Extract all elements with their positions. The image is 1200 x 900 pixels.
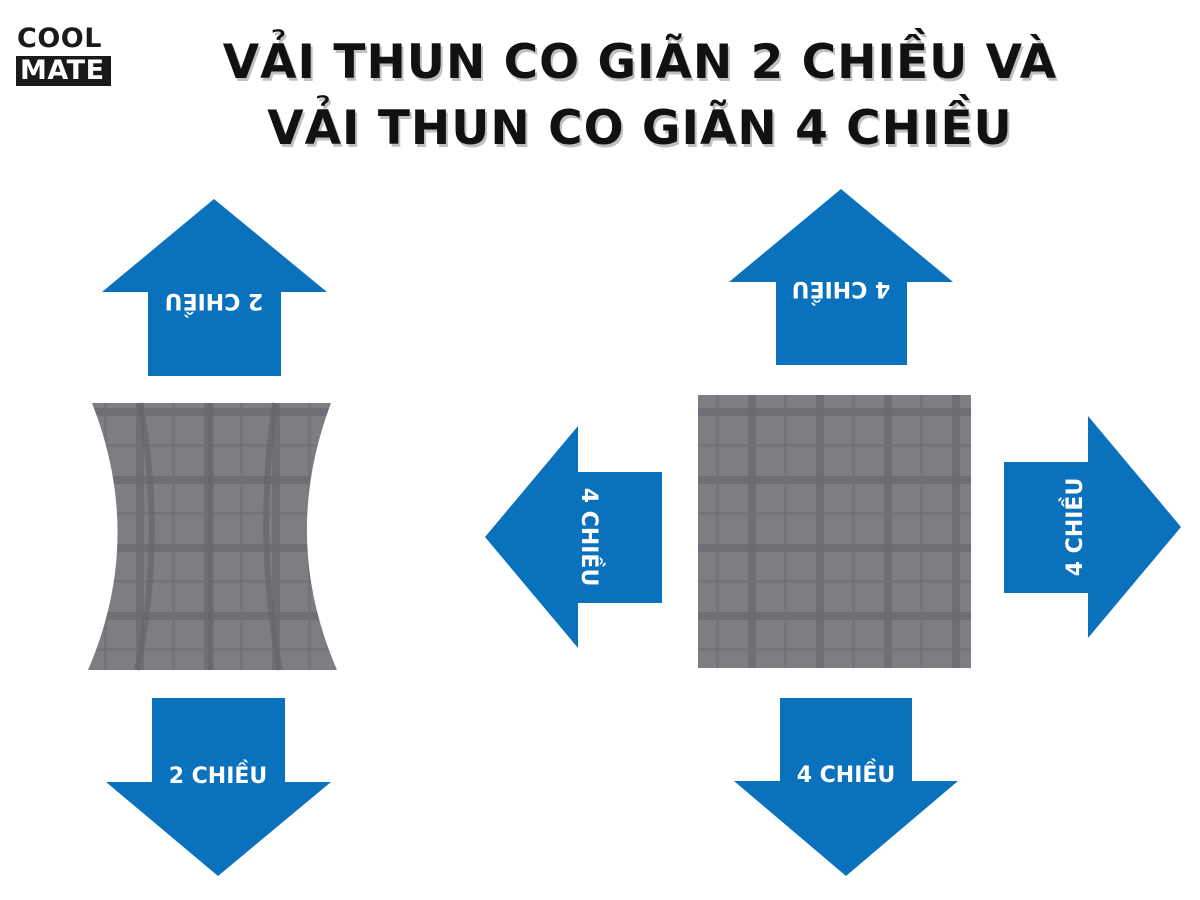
two-way-arrow-down-label: 2 CHIỀU xyxy=(169,760,268,789)
four-way-arrow-right: 4 CHIỀU xyxy=(1004,416,1181,638)
logo-text-cool: COOL xyxy=(17,23,102,54)
two-way-fabric xyxy=(88,402,337,671)
four-way-panel: 4 CHIỀU 4 CHIỀU 4 CHIỀU 4 CHIỀU xyxy=(485,189,1181,876)
four-way-arrow-up-label: 4 CHIỀU xyxy=(792,276,891,305)
two-way-arrow-up: 2 CHIỀU xyxy=(102,199,327,376)
page-title: VẢI THUN CO GIÃN 2 CHIỀU VÀ VẢI THUN CO … xyxy=(140,30,1140,162)
four-way-arrow-left-label: 4 CHIỀU xyxy=(576,488,605,587)
four-way-fabric xyxy=(698,395,971,668)
two-way-panel: 2 CHIỀU 2 CHIỀU xyxy=(88,199,337,876)
four-way-arrow-right-label: 4 CHIỀU xyxy=(1059,478,1088,577)
four-way-arrow-down-label: 4 CHIỀU xyxy=(797,759,896,788)
logo-text-mate: MATE xyxy=(16,56,111,86)
coolmate-logo: COOL MATE xyxy=(16,24,116,86)
four-way-arrow-left: 4 CHIỀU xyxy=(485,426,662,648)
four-way-arrow-up: 4 CHIỀU xyxy=(729,189,953,365)
title-line-1: VẢI THUN CO GIÃN 2 CHIỀU VÀ xyxy=(222,35,1058,90)
two-way-arrow-down: 2 CHIỀU xyxy=(106,698,331,876)
four-way-arrow-down: 4 CHIỀU xyxy=(734,698,958,876)
two-way-arrow-up-label: 2 CHIỀU xyxy=(165,288,264,317)
title-line-2: VẢI THUN CO GIÃN 4 CHIỀU xyxy=(267,101,1013,156)
